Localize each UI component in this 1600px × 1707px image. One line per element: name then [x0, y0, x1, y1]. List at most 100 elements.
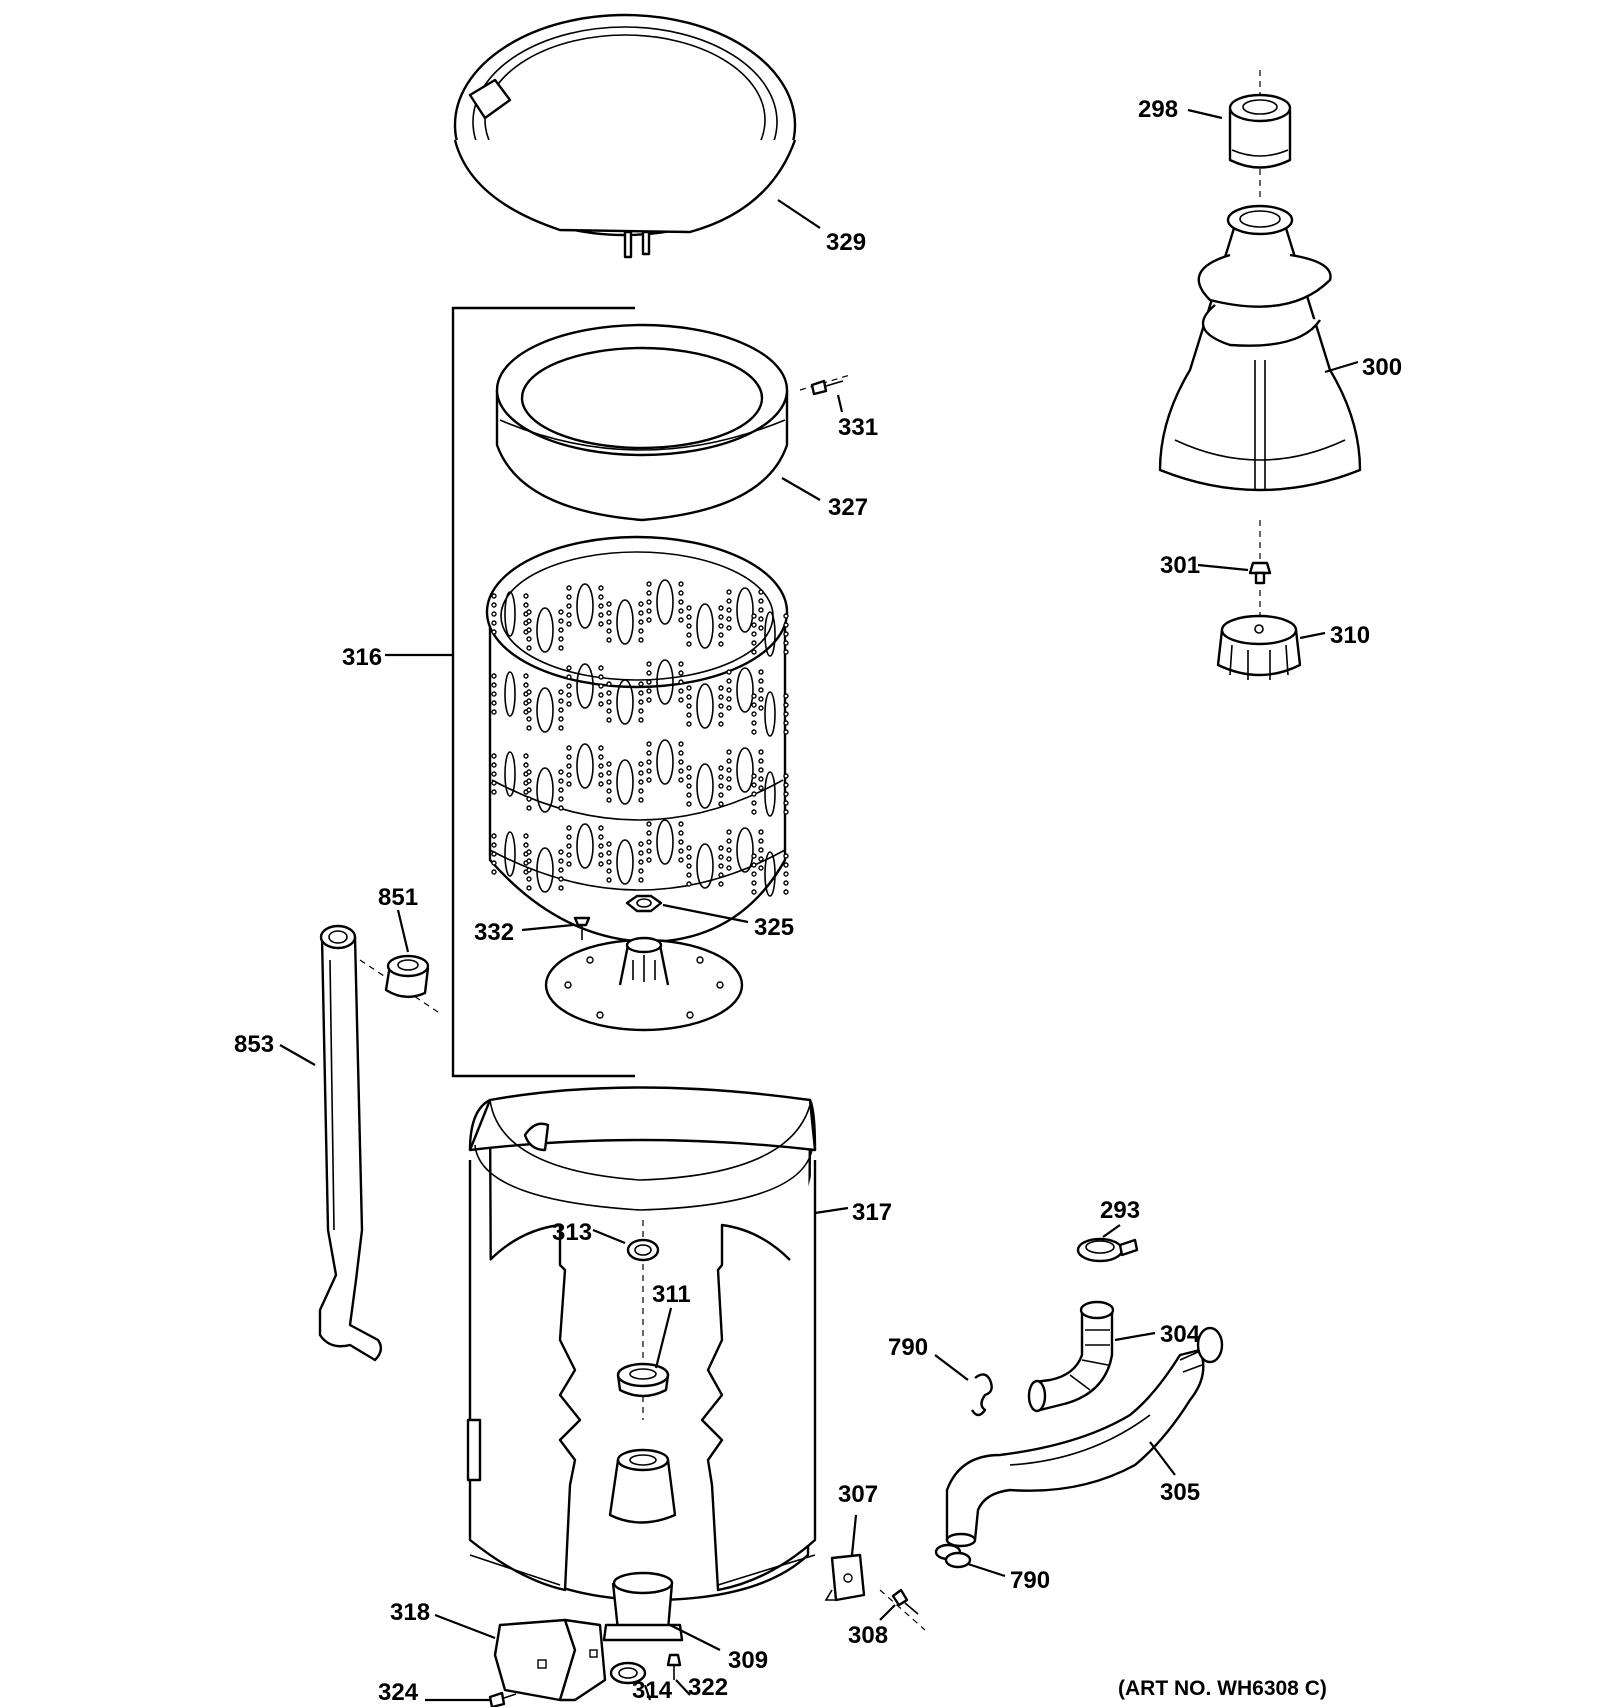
- nut-part-325: [625, 894, 663, 913]
- callout-332: 332: [474, 919, 514, 946]
- basket-perforation-hole: [726, 865, 732, 871]
- basket-perforation-hole: [678, 759, 684, 765]
- basket-perforation-slot: [764, 611, 776, 657]
- tub-cover-part-329: [453, 13, 797, 259]
- basket-perforation-hole: [758, 589, 764, 595]
- basket-perforation-slot: [736, 667, 754, 713]
- basket-perforation-hole: [726, 589, 732, 595]
- basket-perforation-hole: [566, 772, 572, 778]
- basket-perforation-hole: [558, 689, 564, 695]
- basket-perforation-hole: [758, 829, 764, 835]
- basket-perforation-hole: [686, 703, 692, 709]
- basket-perforation-hole: [638, 690, 644, 696]
- basket-perforation-slot: [616, 679, 634, 725]
- basket-perforation-hole: [726, 785, 732, 791]
- basket-perforation-hole: [718, 863, 724, 869]
- basket-perforation-hole: [558, 796, 564, 802]
- basket-perforation-hole: [638, 868, 644, 874]
- basket-perforation-hole: [646, 688, 652, 694]
- basket-perforation-hole: [526, 689, 532, 695]
- basket-perforation-hole: [758, 705, 764, 711]
- basket-perforations: [491, 579, 789, 897]
- basket-perforation-slot: [656, 739, 674, 785]
- basket-perforation-slot: [696, 843, 714, 889]
- basket-perforation-hole: [646, 857, 652, 863]
- basket-perforation-hole: [751, 809, 757, 815]
- basket-perforation-hole: [491, 602, 497, 608]
- basket-perforation-hole: [646, 759, 652, 765]
- basket-perforation-slot: [736, 747, 754, 793]
- basket-perforation-hole: [751, 880, 757, 886]
- callout-327: 327: [828, 494, 868, 521]
- basket-perforation-hole: [566, 825, 572, 831]
- basket-perforation-hole: [558, 618, 564, 624]
- basket-perforation-hole: [566, 843, 572, 849]
- basket-perforation-hole: [726, 607, 732, 613]
- basket-perforation-hole: [598, 701, 604, 707]
- basket-perforation-hole: [646, 777, 652, 783]
- basket-perforation-hole: [526, 627, 532, 633]
- basket-perforation-hole: [638, 699, 644, 705]
- basket-perforation-hole: [646, 661, 652, 667]
- basket-perforation-hole: [726, 767, 732, 773]
- basket-perforation-hole: [523, 593, 529, 599]
- basket-perforation-hole: [783, 622, 789, 628]
- basket-perforation-hole: [751, 640, 757, 646]
- basket-perforation-hole: [726, 838, 732, 844]
- basket-perforation-hole: [718, 614, 724, 620]
- outer-tub-part-317: [466, 1086, 817, 1602]
- basket-perforation-hole: [758, 607, 764, 613]
- basket-perforation-hole: [566, 834, 572, 840]
- basket-perforation-hole: [678, 581, 684, 587]
- basket-perforation-hole: [491, 629, 497, 635]
- basket-perforation-hole: [758, 625, 764, 631]
- basket-perforation-hole: [598, 754, 604, 760]
- basket-perforation-hole: [566, 621, 572, 627]
- basket-perforation-hole: [758, 767, 764, 773]
- agitator-cap-part-298: [1228, 70, 1292, 200]
- callout-316: 316: [342, 644, 382, 671]
- basket-perforation-hole: [526, 787, 532, 793]
- basket-perforation-hole: [526, 769, 532, 775]
- basket-perforation-hole: [526, 716, 532, 722]
- basket-perforation-hole: [598, 674, 604, 680]
- basket-perforation-slot: [576, 583, 594, 629]
- basket-perforation-hole: [606, 708, 612, 714]
- drain-fitting-part-309: [602, 1571, 684, 1642]
- basket-perforation-hole: [638, 850, 644, 856]
- basket-perforation-hole: [558, 707, 564, 713]
- basket-perforation-hole: [598, 594, 604, 600]
- basket-perforation-slot: [504, 591, 516, 637]
- basket-perforation-hole: [751, 782, 757, 788]
- basket-perforation-hole: [718, 623, 724, 629]
- basket-perforation-hole: [718, 765, 724, 771]
- cap-part-851: [359, 954, 439, 1013]
- basket-perforation-hole: [783, 720, 789, 726]
- basket-perforation-hole: [686, 863, 692, 869]
- basket-perforation-hole: [758, 687, 764, 693]
- basket-perforation-hole: [558, 627, 564, 633]
- basket-perforation-hole: [646, 679, 652, 685]
- basket-perforation-hole: [558, 867, 564, 873]
- basket-perforation-hole: [566, 612, 572, 618]
- callout-298: 298: [1138, 96, 1178, 123]
- callout-293: 293: [1100, 1197, 1140, 1224]
- basket-perforation-hole: [726, 749, 732, 755]
- basket-perforation-hole: [718, 783, 724, 789]
- basket-perforation-hole: [606, 788, 612, 794]
- basket-perforation-hole: [566, 861, 572, 867]
- basket-perforation-hole: [726, 829, 732, 835]
- basket-perforation-slot: [504, 671, 516, 717]
- basket-perforation-hole: [751, 871, 757, 877]
- basket-perforation-hole: [598, 763, 604, 769]
- basket-perforation-hole: [646, 768, 652, 774]
- basket-perforation-hole: [526, 618, 532, 624]
- basket-perforation-slot: [536, 687, 554, 733]
- basket-perforation-slot: [656, 659, 674, 705]
- basket-assembly-bracket-316: [451, 306, 635, 1078]
- basket-perforation-hole: [718, 721, 724, 727]
- basket-hub-plate: [544, 936, 744, 1032]
- basket-perforation-hole: [526, 849, 532, 855]
- basket-perforation-hole: [566, 701, 572, 707]
- basket-perforation-slot: [656, 579, 674, 625]
